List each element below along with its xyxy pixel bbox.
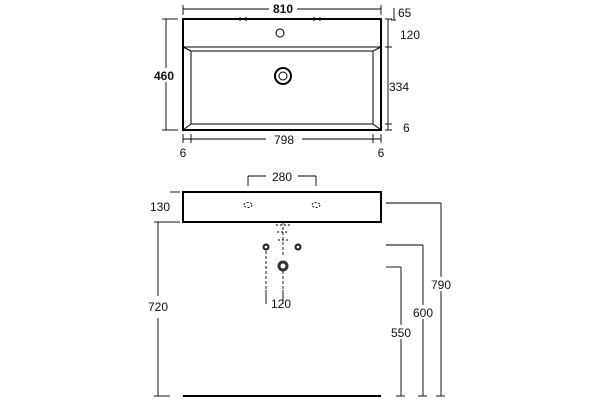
top-view: 810 460 65 120 334 6 798 6 6: [150, 2, 420, 160]
dim-label-bg: [429, 277, 453, 291]
bevel-line-tr: [372, 46, 382, 52]
bracket-hole-left-icon: [243, 202, 253, 208]
dim-label-810: 810: [273, 2, 293, 16]
dim-label-bg: [266, 134, 302, 145]
dim-label-6-bottom: 6: [403, 121, 410, 135]
bracket-hole-right-icon: [311, 202, 321, 208]
dim-label-bg: [150, 68, 180, 82]
dim-label-334: 334: [389, 80, 409, 94]
dim-label-bg: [389, 325, 413, 339]
dim-label-790: 790: [431, 278, 451, 292]
supply-valve-left-center: [264, 245, 268, 249]
dim-label-bg: [411, 305, 435, 319]
tap-hole-icon: [275, 28, 285, 38]
dim-label-130: 130: [150, 200, 170, 214]
dim-label-65: 65: [398, 6, 412, 20]
bowl-outline: [190, 50, 374, 125]
drain-inner-icon: [278, 71, 288, 81]
dim-label-798: 798: [274, 133, 294, 147]
dim-label-720: 720: [148, 300, 168, 314]
dim-label-280: 280: [272, 170, 292, 184]
basin-outer-outline: [182, 18, 382, 131]
front-view: 280 130 720 120 550: [148, 170, 453, 397]
drain-outer-icon: [274, 67, 292, 85]
dim-label-6-right: 6: [378, 146, 385, 160]
dim-label-120-drain: 120: [271, 297, 291, 311]
supply-valve-right-center: [296, 245, 300, 249]
dim-label-600: 600: [413, 306, 433, 320]
bevel-line-tl: [182, 46, 192, 52]
dim-label-550: 550: [391, 326, 411, 340]
bevel-line-br: [372, 123, 382, 131]
drain-outlet-center: [280, 263, 286, 269]
bevel-line-bl: [182, 123, 192, 131]
dim-label-460: 460: [154, 69, 174, 83]
dim-label-6-left: 6: [180, 146, 187, 160]
basin-front-outline: [182, 191, 382, 223]
dim-label-120-top: 120: [400, 28, 420, 42]
